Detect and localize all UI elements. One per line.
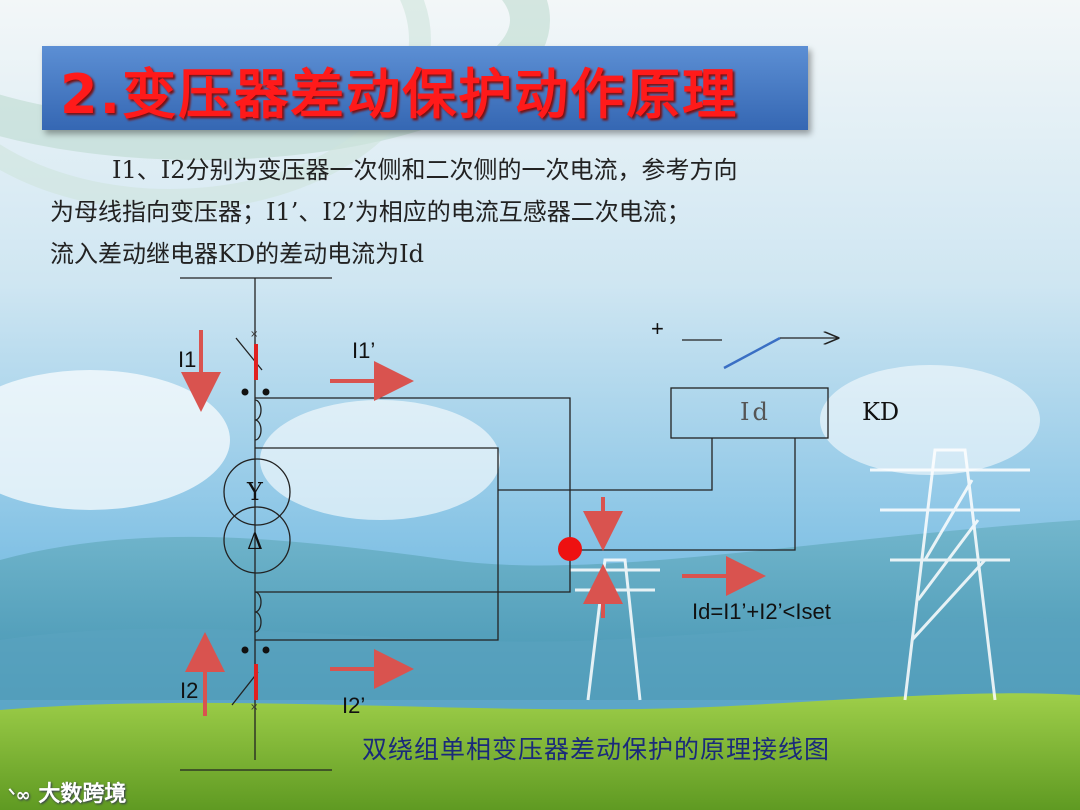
diagram-caption: 双绕组单相变压器差动保护的原理接线图 <box>362 735 831 764</box>
paragraph-line-1: I1、I2分别为变压器一次侧和二次侧的一次电流，参考方向 <box>112 156 738 184</box>
equation: Id=I1’+I2’<Iset <box>692 599 831 624</box>
brand-logo: ᐠ∞ 大数跨境 <box>8 776 126 808</box>
logo-icon: ᐠ∞ <box>8 785 31 806</box>
breaker-mark-top: × <box>250 329 258 340</box>
polarity-dot <box>241 388 249 396</box>
ct1-outer-wire <box>255 397 571 550</box>
plus-sign: + <box>651 316 664 341</box>
polarity-dot <box>241 646 249 654</box>
breaker-mark-bottom: × <box>250 702 258 713</box>
ct2-wire <box>255 550 571 593</box>
slide-title: 2.变压器差动保护动作原理 <box>60 63 739 126</box>
paragraph-line-3: 流入差动继电器KD的差动电流为Id <box>50 240 425 268</box>
relay-name: KD <box>862 398 900 426</box>
contact-blade <box>723 336 781 370</box>
title-banner <box>42 46 808 130</box>
transformer-secondary-winding <box>223 506 291 574</box>
polarity-dot <box>262 388 270 396</box>
label-I2: I2 <box>180 678 199 703</box>
relay-kd-box <box>670 387 829 439</box>
relay-left-wire <box>498 438 713 491</box>
star-winding-symbol: Y <box>247 478 263 506</box>
breaker-bottom <box>231 671 259 706</box>
delta-winding-symbol: Δ <box>247 530 263 555</box>
ct1-coil <box>254 399 262 441</box>
junction-node <box>558 537 582 561</box>
label-I1-prime: I1’ <box>352 338 376 363</box>
relay-right-wire <box>570 438 796 551</box>
label-I2-prime: I2’ <box>342 693 366 718</box>
breaker-top <box>235 337 263 371</box>
transformer-primary-winding <box>223 458 291 526</box>
label-I1: I1 <box>178 347 197 372</box>
relay-label: Id <box>740 398 771 426</box>
ct2-coil <box>254 591 262 633</box>
logo-text: 大数跨境 <box>38 782 127 807</box>
polarity-dot <box>262 646 270 654</box>
ct1-inner-wire <box>255 447 499 641</box>
paragraph-line-2: 为母线指向变压器；I1’、I2’为相应的电流互感器二次电流； <box>50 198 691 226</box>
